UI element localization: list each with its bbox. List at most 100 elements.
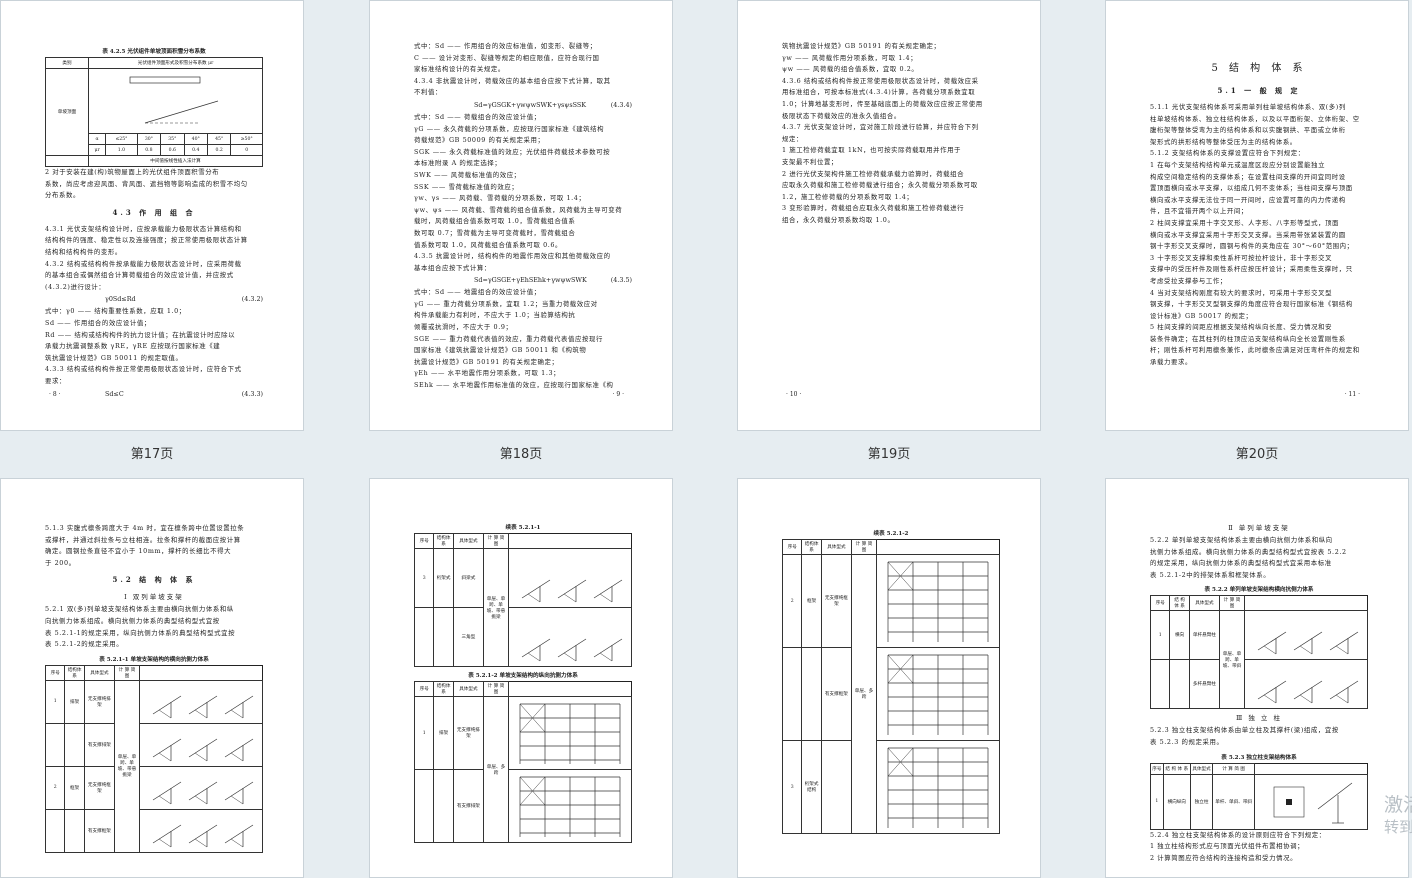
- page-label[interactable]: 第19页: [867, 447, 911, 462]
- text-line: 或撑杆，并通过斜拉条与立柱相连。拉条和撑杆的截面应按计算: [45, 535, 241, 544]
- text-line: 筑抗震设计规范》GB 50011 的规定取值。: [45, 353, 183, 362]
- structure-diagram: [152, 781, 254, 804]
- text-line: 4.3.2 结构或结构构件按承载能力极限状态设计时，应采用荷载: [45, 259, 242, 268]
- table-cell: [781, 647, 803, 741]
- text-line: 支撑中的受压杆件及刚性系杆应按压杆设计；采用柔性支撑时，只: [1150, 265, 1353, 274]
- table-cell: 0.2: [206, 144, 232, 156]
- text-line: 钢十字形交叉支撑时，圆钢与构件的夹角应在 30°～60°范围内；: [1150, 242, 1354, 251]
- page-thumbnail-20[interactable]: 5 结 构 体 系 5.1 一 般 规 定 5.1.1 光伏支架结构体系可采用单…: [1105, 0, 1409, 431]
- text-line: 基本组合应按下式计算：: [414, 263, 491, 272]
- text-line: SGE —— 重力荷载代表值的效应，重力荷载代表值应按现行: [414, 334, 603, 343]
- text-line: 5.2.2 单列单坡支架结构体系主要由横向抗侧力体系和纵向: [1150, 536, 1333, 544]
- page-label[interactable]: 第17页: [130, 447, 174, 462]
- page-thumbnail-17[interactable]: 表 4.2.5 光伏组件单坡顶面积雪分布系数 类别光伏组件顶面形式及积雪分布系数…: [0, 0, 304, 431]
- equation-number: (4.3.4): [610, 100, 632, 109]
- table-cell: 3: [413, 548, 435, 608]
- text-line: 杆；刚性系杆可利用檩条兼作，此时檩条应满足对压弯杆件的规定和: [1150, 346, 1360, 355]
- table-cell: 1: [1149, 610, 1171, 661]
- text-line: ψw、ψs —— 风荷载、雪荷载的组合值系数，风荷载为主导可变荷: [414, 205, 623, 214]
- page-thumbnail-21[interactable]: 5.1.3 实腹式檩条跨度大于 4m 时，宜在檩条跨中位置设置拉条或撑杆，并通过…: [0, 478, 304, 878]
- text-line: 极限状态下荷载效应的准永久值组合。: [782, 111, 901, 120]
- table-cell: 无支撑纯框架: [820, 554, 853, 648]
- page-thumbnail-19[interactable]: 筑物抗震设计规范》GB 50191 的有关规定确定； γw —— 风荷载作用分项…: [737, 0, 1041, 431]
- text-line: 筑物抗震设计规范》GB 50191 的有关规定确定；: [782, 42, 941, 50]
- table-row: 多杆悬臂柱: [1149, 659, 1369, 710]
- table-cell: [433, 769, 454, 843]
- text-line: 3 十字形交叉支撑和柔性系杆可按拉杆设计，非十字形交叉: [1150, 253, 1333, 262]
- structure-diagram: [1257, 681, 1359, 704]
- text-line: SEhk —— 水平地震作用标准值的效应，应按现行国家标准《构: [414, 381, 614, 390]
- text-line: 3 变形验算时，荷载组合应取永久荷载和施工检修荷载进行: [782, 204, 965, 213]
- column-diagram: [1273, 782, 1353, 823]
- text-line: Sd —— 作用组合的效应设计值；: [45, 318, 151, 327]
- text-line: 5.1.2 支架结构体系的支撑设置应符合下列规定：: [1150, 149, 1305, 158]
- table-cell: 1: [413, 696, 435, 770]
- table-header: 计 算 简 图: [483, 533, 509, 549]
- table-cell: 有支撑框架: [83, 808, 116, 853]
- text-line: 式中：γ0 —— 结构重要性系数，应取 1.0；: [45, 307, 186, 316]
- text-line: 家标准结构设计的有关规定。: [414, 65, 505, 74]
- structure-diagram: [887, 561, 989, 642]
- text-line: 本标准附录 A 的规定选择；: [414, 159, 502, 168]
- table-cell: 独立柱: [1189, 773, 1214, 830]
- page-number: · 10 ·: [786, 391, 802, 398]
- text-line: 1 施工检修荷载宜取 1kN，也可按实际荷载取用并作用于: [782, 146, 962, 155]
- page-label[interactable]: 第18页: [499, 447, 543, 462]
- table-header: 具体型式: [820, 539, 853, 555]
- text-line: 钢支撑，十字形交叉型钢支撑的角度应符合现行国家标准《钢结构: [1150, 300, 1353, 309]
- table-cell: [1149, 659, 1171, 710]
- table-cell: 单杆悬臂柱: [1188, 610, 1221, 661]
- text-line: 表 5.2.1-1的规定采用，纵向抗侧力体系的典型结构型式宜按: [45, 628, 236, 637]
- text-line: γEh —— 水平地震作用分项系数，可取 1.3；: [414, 369, 561, 378]
- table-row: 三角型: [413, 607, 633, 667]
- table-cell: 排架: [433, 696, 454, 770]
- page-label[interactable]: 第20页: [1235, 447, 1279, 462]
- section-heading: 5.1 一 般 规 定: [1217, 86, 1301, 95]
- text-line: 柱单坡结构体系、独立柱结构体系，以及以平面桁架、立体桁架、空: [1150, 114, 1360, 123]
- text-block: 5.2.1 双(多)列单坡支架结构体系主要由横向抗侧力体系和纵向抗侧力体系组成。…: [45, 604, 263, 650]
- table-note: 中间值按线性插入法计算: [88, 155, 263, 167]
- text-block: 筑物抗震设计规范》GB 50191 的有关规定确定； γw —— 风荷载作用分项…: [782, 41, 1000, 227]
- text-block: 5.2.2 单列单坡支架结构体系主要由横向抗侧力体系和纵向抗侧力体系组成。横向抗…: [1150, 535, 1368, 581]
- text-line: 承载力抗震调整系数 γRE，γRE 应按现行国家标准《建: [45, 342, 221, 351]
- table-cell: 1: [1150, 773, 1164, 830]
- table-header: 结构体系: [433, 681, 454, 697]
- table-cell: 有支撑框架: [820, 647, 853, 741]
- text-block: 式中：Sd —— 作用组合的效应标准值，如变形、裂缝等； C —— 设计对变形、…: [414, 41, 632, 99]
- text-block: 5.1.3 实腹式檩条跨度大于 4m 时，宜在檩条跨中位置设置拉条或撑杆，并通过…: [45, 523, 263, 569]
- text-line: 1.0；计算地基变形时，传至基础底面上的荷载效应应按正常使用: [782, 99, 983, 108]
- table-cell: 35°: [160, 133, 185, 145]
- text-block: 4.3.1 光伏支架结构设计时，应按承载能力极限状态计算结构和结构构件的强度、稳…: [45, 224, 263, 294]
- text-line: 5.2.3 独立柱支架结构体系由单立柱及其撑杆(梁)组成，宜按: [1150, 726, 1339, 735]
- text-block: 式中：γ0 —— 结构重要性系数，应取 1.0； Sd —— 作用组合的效应设计…: [45, 306, 263, 387]
- structure-diagram: [887, 747, 989, 828]
- text-line: 数可取 0.7；雪荷载为主导可变荷载时，雪荷载组合: [414, 228, 576, 237]
- table-header: 具体型式: [452, 533, 485, 549]
- text-line: 横向或水平支撑无法位于同一开间时，应设置可靠的内力传递构: [1150, 195, 1346, 204]
- table-cell: [413, 769, 435, 843]
- text-line: 应取永久荷载和施工检修荷载进行组合；永久荷载分项系数可取: [782, 181, 978, 190]
- activation-watermark: 激活: [1384, 794, 1412, 816]
- table-cell: 1.0: [105, 144, 138, 156]
- page-thumbnail-18[interactable]: 式中：Sd —— 作用组合的效应标准值，如变形、裂缝等； C —— 设计对变形、…: [369, 0, 673, 431]
- table-header: 计 算 简 图: [851, 539, 877, 555]
- subsection-heading: Ⅲ 独 立 柱: [1236, 714, 1282, 723]
- table-row: 有支撑排架: [413, 769, 633, 843]
- text-line: 2 对于安装在建(构)筑物屋面上的光伏组件顶面积雪分布: [45, 168, 220, 176]
- text-line: 表 5.2.1-2的规定采用。: [45, 640, 124, 649]
- table-cell: 2: [44, 765, 66, 810]
- table-cell: 0.4: [183, 144, 208, 156]
- text-line: 4.3.1 光伏支架结构设计时，应按承载能力极限状态计算结构和: [45, 224, 242, 233]
- equation-text: Sd=γGSGK+γwψwSWK+γsψsSSK: [474, 100, 587, 109]
- page-thumbnail-24[interactable]: Ⅱ 单列单坡支架 5.2.2 单列单坡支架结构体系主要由横向抗侧力体系和纵向抗侧…: [1105, 478, 1409, 878]
- table-cell: 3: [781, 740, 803, 834]
- text-line: 于 200。: [45, 558, 76, 567]
- text-line: 2 进行光伏支架构件施工检修荷载承载力验算时，荷载组合: [782, 169, 965, 178]
- table-cell: 0.6: [160, 144, 185, 156]
- text-block: 5.2.3 独立柱支架结构体系由单立柱及其撑杆(梁)组成，宜按表 5.2.3 的…: [1150, 725, 1368, 748]
